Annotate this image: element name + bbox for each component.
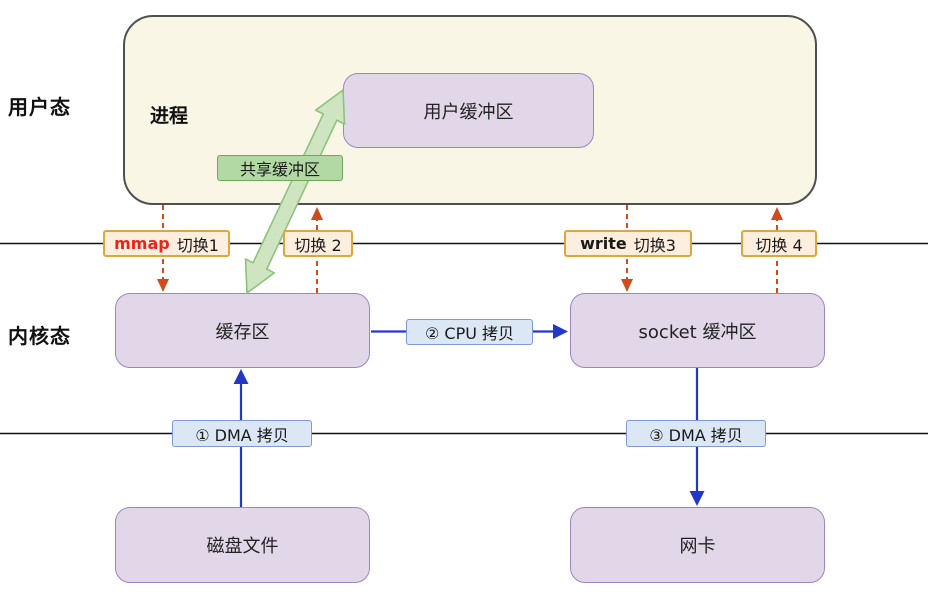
- switch3-syscall-label: write: [580, 234, 627, 253]
- disk-file-box: 磁盘文件: [115, 507, 370, 583]
- user-buffer-label: 用户缓冲区: [423, 101, 514, 123]
- kernel-mode-label: 内核态: [8, 324, 71, 348]
- switch3-chip: write 切换3: [564, 230, 692, 257]
- switch2-arrowhead-icon: [311, 207, 323, 220]
- switch4-chip-label: 切换 4: [755, 235, 803, 255]
- switch3-chip-label: 切换3: [633, 235, 676, 255]
- dma1-arrowhead-icon: [233, 369, 249, 384]
- switch1-chip-label: 切换1: [176, 235, 219, 255]
- nic-box: 网卡: [570, 507, 825, 583]
- kernel-buffer-label: 缓存区: [215, 321, 270, 343]
- shared-buffer-chip-label: 共享缓冲区: [239, 160, 320, 179]
- switch4-arrowhead-icon: [771, 207, 783, 220]
- nic-label: 网卡: [679, 536, 716, 557]
- cpu2-arrowhead-icon: [553, 324, 568, 339]
- socket-buffer-label: socket 缓冲区: [638, 321, 757, 343]
- disk-file-label: 磁盘文件: [206, 536, 279, 557]
- dma-copy-3-chip: ③ DMA 拷贝: [626, 420, 766, 447]
- dma-copy-3-chip-label: ③ DMA 拷贝: [649, 425, 743, 445]
- user-mode-label: 用户态: [8, 95, 71, 119]
- cpu-copy-chip: ② CPU 拷贝: [406, 319, 533, 345]
- switch2-chip: 切换 2: [283, 230, 353, 257]
- shared-buffer-arrow-icon: [244, 89, 346, 294]
- switch1-syscall-label: mmap: [114, 234, 170, 253]
- cpu-copy-chip-label: ② CPU 拷贝: [424, 324, 515, 343]
- dma-copy-1-chip-label: ① DMA 拷贝: [195, 425, 289, 445]
- dma3-arrowhead-icon: [689, 491, 705, 506]
- switch3-arrowhead-icon: [621, 279, 633, 292]
- dma-copy-1-chip: ① DMA 拷贝: [172, 420, 312, 447]
- switch1-arrowhead-icon: [157, 279, 169, 292]
- kernel-buffer-box: 缓存区: [115, 293, 370, 368]
- switch4-chip: 切换 4: [741, 230, 817, 257]
- shared-buffer-chip: 共享缓冲区: [217, 155, 343, 181]
- switch1-chip: mmap 切换1: [103, 230, 230, 257]
- switch2-chip-label: 切换 2: [294, 235, 342, 255]
- socket-buffer-box: socket 缓冲区: [570, 293, 825, 368]
- process-label: 进程: [150, 105, 189, 127]
